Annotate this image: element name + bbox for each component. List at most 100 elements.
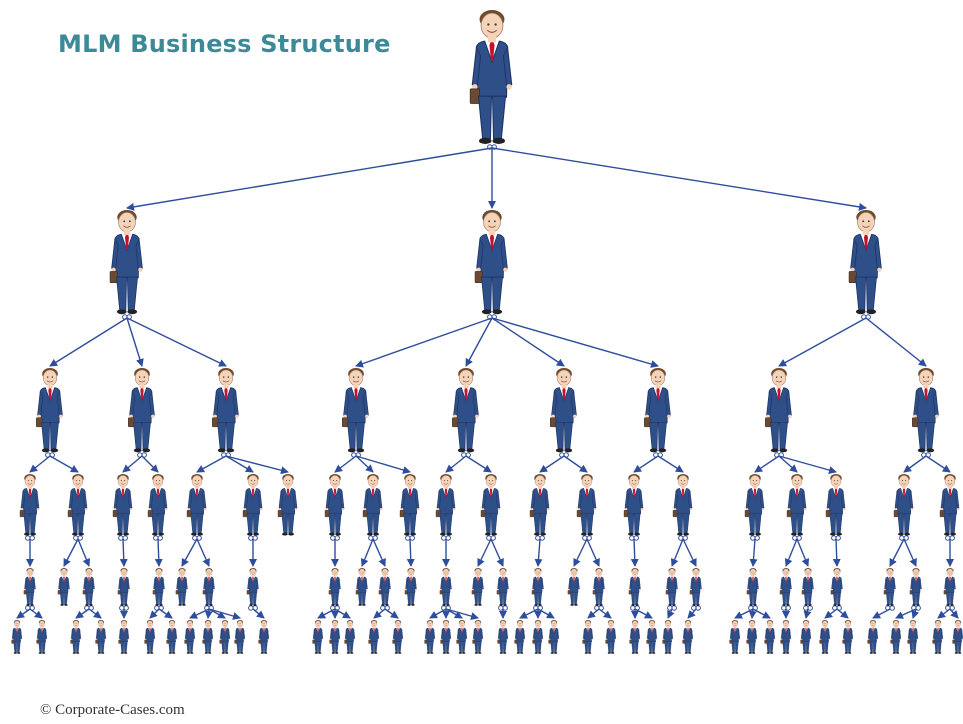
member-businessman-icon bbox=[67, 474, 88, 536]
member-businessman-icon bbox=[662, 620, 674, 654]
member-businessman-icon bbox=[819, 620, 831, 654]
connector-arrow bbox=[925, 455, 951, 473]
member-businessman-icon bbox=[175, 568, 188, 606]
connector-knot bbox=[334, 535, 340, 541]
member-businessman-icon bbox=[392, 620, 404, 654]
member-businessman-icon bbox=[532, 620, 544, 654]
member-businessman-icon bbox=[435, 474, 456, 536]
connector-arrow bbox=[534, 538, 543, 567]
member-businessman-icon bbox=[474, 210, 508, 315]
member-businessman-icon bbox=[825, 474, 846, 536]
member-businessman-icon bbox=[328, 568, 341, 606]
connector-arrow bbox=[784, 538, 798, 567]
member-businessman-icon bbox=[629, 620, 641, 654]
member-businessman-icon bbox=[440, 620, 452, 654]
connector-knot bbox=[915, 605, 921, 611]
connector-arrow bbox=[445, 455, 467, 473]
member-businessman-icon bbox=[324, 474, 345, 536]
member-businessman-icon bbox=[746, 620, 758, 654]
connector-arrow bbox=[360, 538, 374, 567]
connector-arrow bbox=[196, 538, 210, 567]
connector-arrow bbox=[911, 608, 920, 619]
connector-knot bbox=[835, 535, 841, 541]
connector-arrow bbox=[317, 608, 336, 619]
member-businessman-icon bbox=[567, 568, 580, 606]
connector-arrow bbox=[587, 608, 600, 619]
connector-arrow bbox=[196, 455, 227, 473]
connector-arrow bbox=[334, 455, 357, 473]
member-businessman-icon bbox=[867, 620, 879, 654]
connector-arrow bbox=[119, 538, 128, 567]
member-businessman-icon bbox=[890, 620, 902, 654]
connector-arrow bbox=[491, 147, 867, 211]
member-businessman-icon bbox=[939, 474, 960, 536]
connector-arrow bbox=[491, 317, 659, 368]
member-businessman-icon bbox=[128, 368, 155, 453]
connector-knot bbox=[196, 535, 202, 541]
connector-arrow bbox=[682, 538, 697, 567]
member-businessman-icon bbox=[682, 620, 694, 654]
member-businessman-icon bbox=[893, 474, 914, 536]
member-businessman-icon bbox=[932, 620, 944, 654]
connector-arrow bbox=[465, 455, 492, 473]
member-businessman-icon bbox=[19, 474, 40, 536]
member-businessman-icon bbox=[780, 620, 792, 654]
member-businessman-icon bbox=[234, 620, 246, 654]
member-businessman-icon bbox=[943, 568, 956, 606]
member-businessman-icon bbox=[362, 474, 383, 536]
connector-knot bbox=[586, 535, 592, 541]
member-businessman-icon bbox=[82, 568, 95, 606]
member-businessman-icon bbox=[246, 568, 259, 606]
connector-knot bbox=[754, 535, 760, 541]
connector-arrow bbox=[189, 608, 210, 619]
connector-arrow bbox=[149, 608, 160, 619]
connector-arrow bbox=[225, 455, 254, 473]
connector-arrow bbox=[749, 538, 758, 567]
member-businessman-icon bbox=[952, 620, 963, 654]
connector-knot bbox=[248, 605, 254, 611]
member-businessman-icon bbox=[219, 620, 231, 654]
member-businessman-icon bbox=[472, 620, 484, 654]
connector-arrow bbox=[949, 608, 959, 619]
member-businessman-icon bbox=[531, 568, 544, 606]
connector-arrow bbox=[903, 455, 927, 473]
member-businessman-icon bbox=[242, 474, 263, 536]
connector-arrow bbox=[803, 608, 812, 619]
member-businessman-icon bbox=[496, 568, 509, 606]
connector-knot bbox=[372, 535, 378, 541]
member-businessman-icon bbox=[342, 368, 369, 453]
connector-arrow bbox=[406, 538, 415, 567]
member-businessman-icon bbox=[471, 568, 484, 606]
member-businessman-icon bbox=[830, 568, 843, 606]
connector-arrow bbox=[126, 147, 493, 211]
member-businessman-icon bbox=[764, 620, 776, 654]
connector-knot bbox=[796, 535, 802, 541]
connector-arrow bbox=[126, 317, 227, 367]
connector-arrow bbox=[77, 538, 91, 567]
member-businessman-icon bbox=[23, 568, 36, 606]
connector-arrow bbox=[225, 455, 289, 475]
connector-arrow bbox=[477, 538, 492, 567]
connector-knot bbox=[785, 605, 791, 611]
member-businessman-icon bbox=[70, 620, 82, 654]
member-businessman-icon bbox=[765, 368, 792, 453]
connector-arrow bbox=[29, 455, 51, 473]
member-businessman-icon bbox=[592, 568, 605, 606]
connector-knot bbox=[490, 535, 496, 541]
connector-arrow bbox=[384, 608, 399, 619]
connector-arrow bbox=[204, 608, 213, 619]
member-businessman-icon bbox=[689, 568, 702, 606]
connector-arrow bbox=[429, 608, 447, 619]
member-businessman-icon bbox=[57, 568, 70, 606]
connector-arrow bbox=[49, 317, 128, 367]
connector-knot bbox=[903, 535, 909, 541]
connector-arrow bbox=[872, 608, 891, 619]
connector-arrow bbox=[75, 608, 90, 619]
member-figures bbox=[11, 10, 963, 654]
member-businessman-icon bbox=[112, 474, 133, 536]
connector-arrow bbox=[748, 608, 757, 619]
member-businessman-icon bbox=[550, 368, 577, 453]
connector-knot bbox=[889, 605, 895, 611]
connector-arrow bbox=[355, 455, 411, 474]
